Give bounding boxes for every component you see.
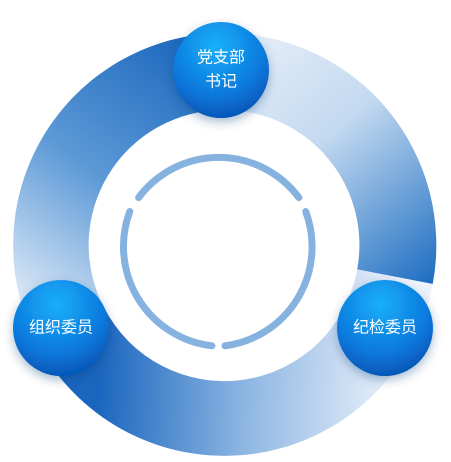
ring-segment-bottom	[38, 269, 433, 456]
inner-arc-top	[135, 153, 303, 202]
ring-segment-top-right	[225, 33, 437, 284]
node-party-secretary-label-line1: 党支部	[197, 48, 245, 67]
node-organization-member: 组织委员	[13, 280, 109, 376]
node-discipline-member: 纪检委员	[337, 280, 433, 376]
inner-ring	[120, 153, 316, 350]
node-party-secretary-label-line2: 书记	[205, 72, 237, 91]
inner-arc-left	[120, 208, 216, 350]
node-discipline-member-label: 纪检委员	[353, 318, 417, 337]
node-organization-member-label: 组织委员	[29, 318, 93, 337]
ring-segment-left	[13, 33, 225, 346]
node-party-secretary: 党支部 书记	[173, 22, 269, 118]
node-organization-member-circle	[13, 280, 109, 376]
outer-ring	[13, 33, 437, 456]
node-discipline-member-circle	[337, 280, 433, 376]
node-party-secretary-circle	[173, 22, 269, 118]
inner-arc-right	[221, 208, 316, 350]
